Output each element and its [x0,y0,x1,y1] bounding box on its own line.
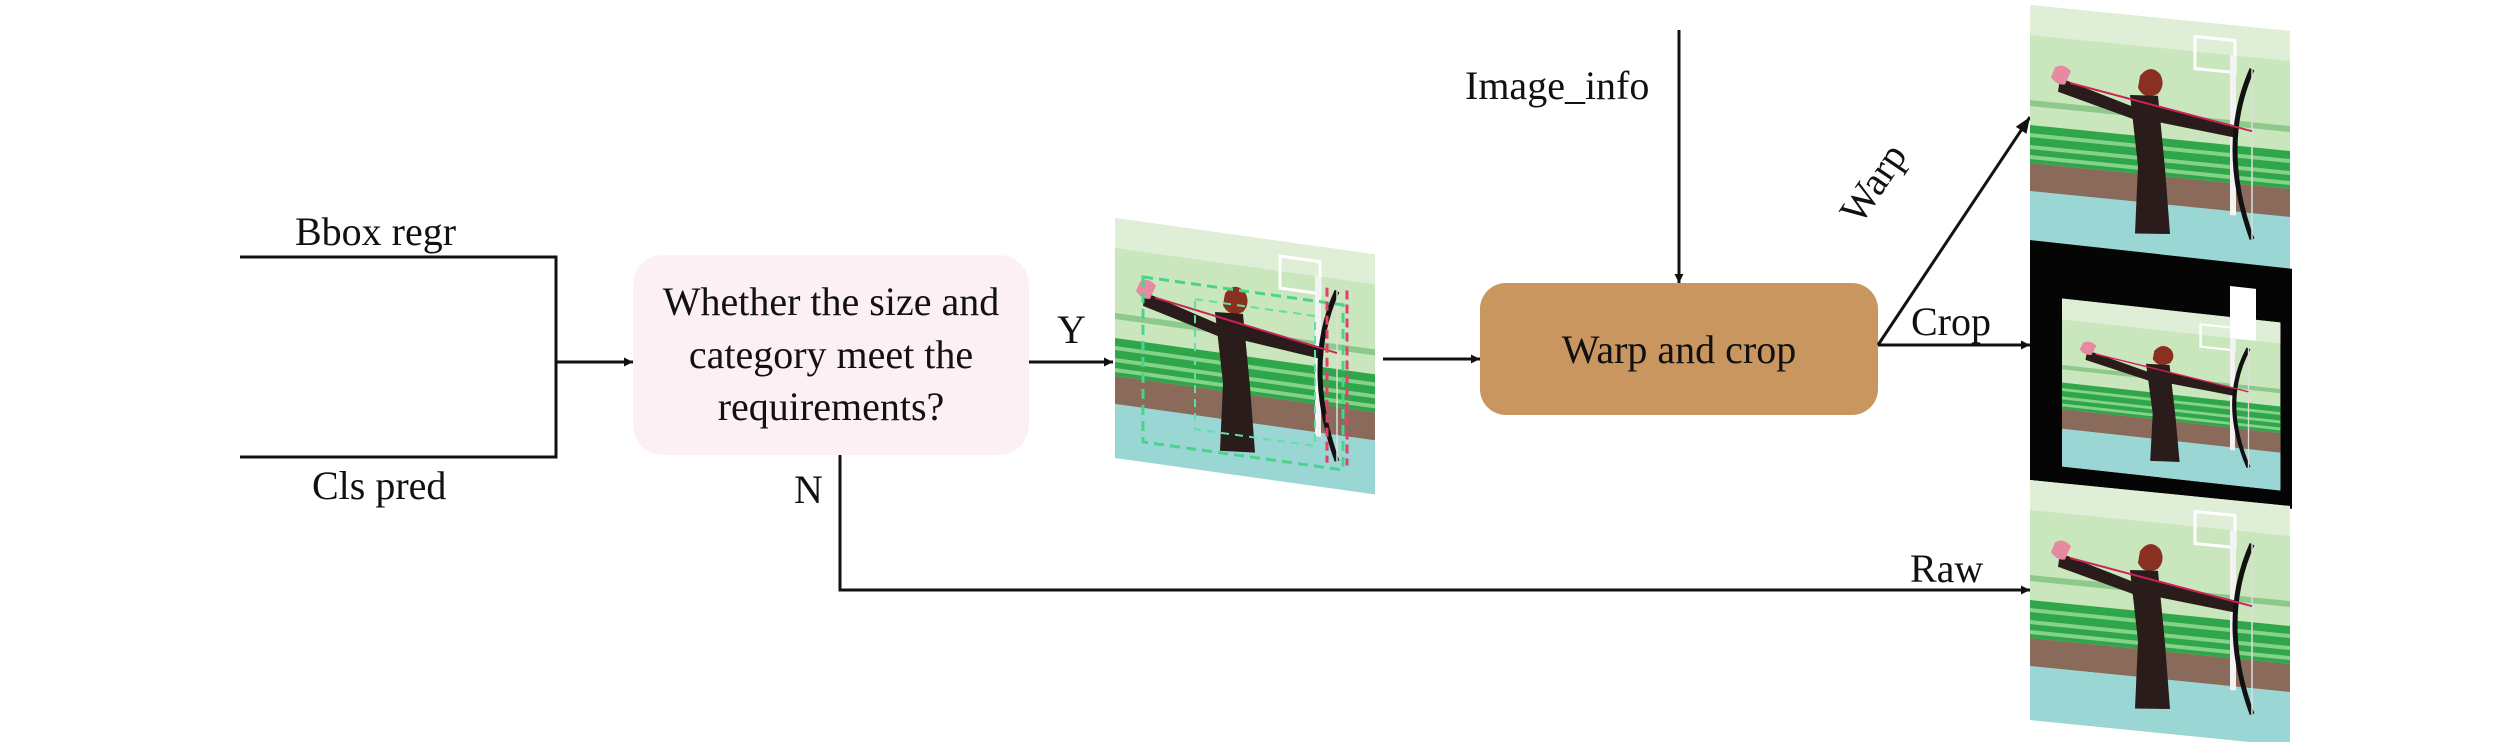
warp-output-image [2030,5,2290,271]
no-path-line [838,455,2030,595]
raw-output-image [2030,480,2290,742]
no-label: N [794,467,823,512]
cls-pred-label: Cls pred [312,463,447,508]
bbox-input-line [240,255,558,362]
process-label-box: Warp and crop [1480,283,1878,415]
bbox-regr-label: Bbox regr [295,209,457,254]
decision-text: Whether the size and category meet the r… [663,276,1000,434]
raw-label: Raw [1910,546,1984,591]
decision-text-line-2: category meet the [688,331,974,377]
crop-label: Crop [1911,299,1991,344]
crop-output-image [2030,240,2292,509]
decision-box: Whether the size and category meet the r… [633,255,1029,455]
decision-text-line-1: Whether the size and [662,278,1000,324]
candidate-image [1115,218,1375,494]
warp-arrow [1876,116,2032,346]
cls-input-line [240,362,558,459]
process-box [1480,283,1878,415]
yes-label: Y [1057,307,1086,352]
process-label: Warp and crop [1561,326,1797,372]
image-info-label: Image_info [1465,63,1650,108]
decision-text-line-3: requirements? [717,384,945,430]
